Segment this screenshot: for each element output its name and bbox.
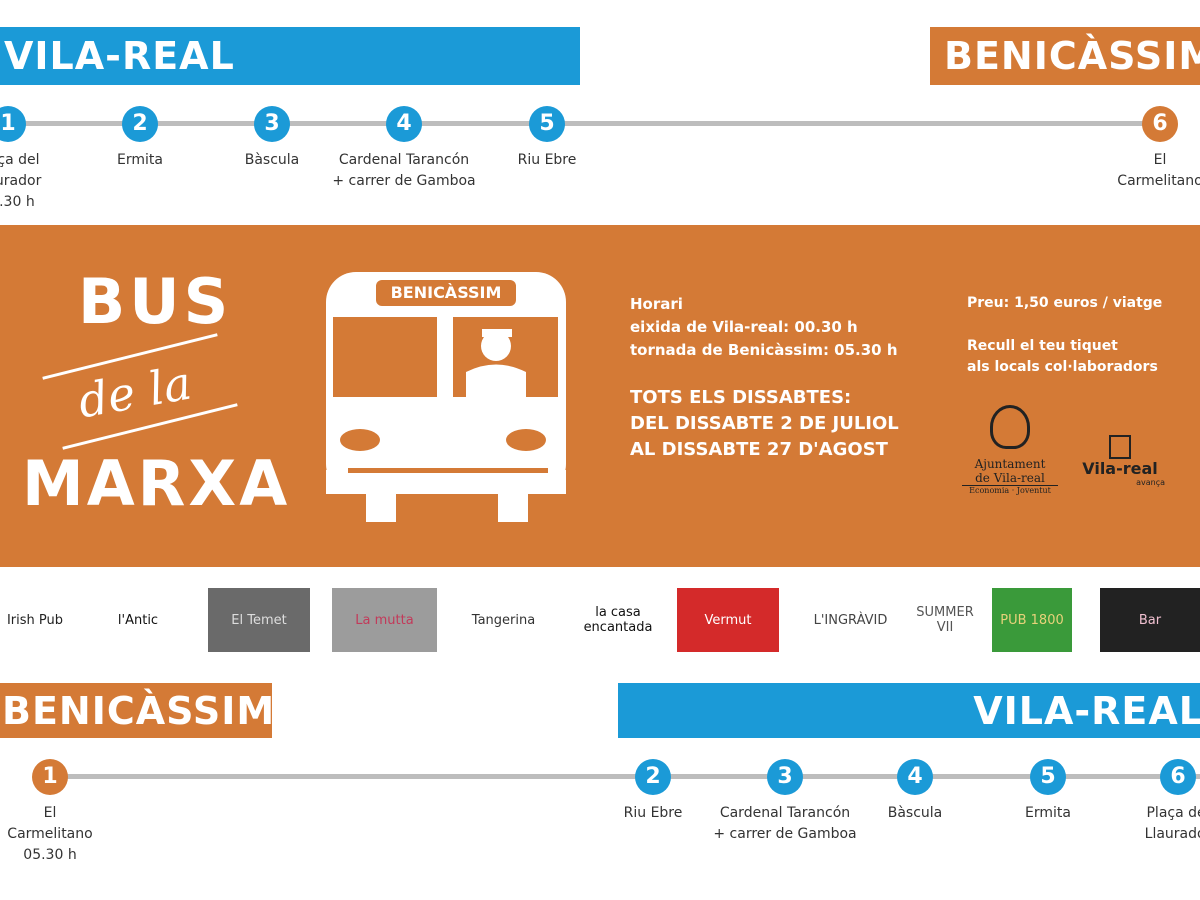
title-bus: BUS [78, 265, 233, 338]
stop-number-badge: 2 [635, 759, 671, 795]
sponsor-logo: El Temet [208, 588, 310, 652]
stop-label: Cardenal Tarancón + carrer de Gamboa [713, 805, 857, 842]
ajuntament-text: de Vila-real [962, 471, 1058, 486]
dates-line-1: TOTS ELS DISSABTES: [630, 387, 852, 408]
ajuntament-subtext: Economia · Joventut [969, 486, 1051, 495]
sponsor-logo: Irish Pub [0, 588, 70, 652]
stop-number-badge: 1 [32, 759, 68, 795]
stop-label: El Carmelitano 05.30 h [7, 805, 93, 863]
sponsor-logo: la casa encantada [568, 588, 668, 652]
route-line [0, 121, 1160, 126]
sponsor-logo: SUMMER VII [916, 588, 974, 652]
stop-number-badge: 4 [386, 106, 422, 142]
bus-icon [326, 272, 566, 522]
sponsor-logo: La mutta [332, 588, 437, 652]
stop-label: El Carmelitano [1117, 152, 1200, 189]
dates-line-2: DEL DISSABTE 2 DE JULIOL [630, 413, 899, 434]
info-panel: BUS de la MARXA BENICÀSSIM Horari eixida… [0, 225, 1200, 567]
sponsor-logo: Bar [1100, 588, 1200, 652]
destination-label: BENICÀSSIM [944, 34, 1200, 78]
ajuntament-text: Ajuntament [974, 457, 1046, 471]
stop-number-badge: 6 [1160, 759, 1196, 795]
origin-label: VILA-REAL [4, 34, 235, 78]
vila-real-subtext: avança [1136, 478, 1165, 487]
stop-label: Riu Ebre [623, 805, 683, 821]
sponsor-logo: PUB 1800 [992, 588, 1072, 652]
stop-label: Bàscula [244, 152, 300, 168]
stop-label: Riu Ebre [517, 152, 577, 168]
stop-label: Plaça del Llaurador 00.30 h [0, 152, 42, 210]
stop-1: 1Plaça del Llaurador 00.30 h [0, 106, 88, 213]
stop-1: 1 El Carmelitano 05.30 h [0, 759, 130, 866]
dates-line-3: AL DISSABTE 27 D'AGOST [630, 439, 888, 460]
origin-banner-vila-real: VILA-REAL [0, 27, 580, 85]
sponsor-logo: L'INGRÀVID [798, 588, 903, 652]
destination-label: VILA-REAL [973, 688, 1200, 733]
vila-real-emblem-icon [1109, 435, 1131, 459]
sponsor-logo: l'Antic [88, 588, 188, 652]
stop-number-badge: 1 [0, 106, 26, 142]
stop-number-badge: 2 [122, 106, 158, 142]
origin-label: BENICÀSSIM [2, 688, 276, 733]
sponsor-logo: Vermut [677, 588, 779, 652]
bus-destination-sign: BENICÀSSIM [390, 283, 502, 302]
stop-number-badge: 4 [897, 759, 933, 795]
ajuntament-logo: Ajuntament de Vila-real Economia · Joven… [962, 405, 1058, 495]
departure-time: eixida de Vila-real: 00.30 h [630, 318, 858, 336]
stop-label: Ermita [117, 152, 163, 168]
stop-label: Ermita [1025, 805, 1071, 821]
stop-6: 6 El Carmelitano [1080, 106, 1200, 192]
stop-number-badge: 5 [529, 106, 565, 142]
stop-number-badge: 3 [254, 106, 290, 142]
destination-banner-benicassim: BENICÀSSIM [930, 27, 1200, 85]
coat-of-arms-icon [990, 405, 1030, 449]
schedule-heading: Horari [630, 295, 683, 313]
origin-banner-benicassim: BENICÀSSIM [0, 683, 276, 738]
stop-label: Plaça del Llaurador [1144, 805, 1200, 842]
stop-label: Cardenal Tarancón + carrer de Gamboa [332, 152, 476, 189]
stop-number-badge: 3 [767, 759, 803, 795]
stop-label: Bàscula [887, 805, 943, 821]
stop-number-badge: 5 [1030, 759, 1066, 795]
route-line [50, 774, 1200, 779]
stop-number-badge: 6 [1142, 106, 1178, 142]
price: Preu: 1,50 euros / viatge [967, 295, 1163, 311]
destination-banner-vila-real: VILA-REAL [618, 683, 1200, 738]
vila-real-logo: Vila-real avança [1075, 435, 1165, 487]
vila-real-text: Vila-real [1082, 459, 1158, 478]
ticket-info-1: Recull el teu tiquet [967, 338, 1118, 354]
sponsor-logo: Tangerina [456, 588, 551, 652]
ticket-info-2: als locals col·laboradors [967, 359, 1158, 375]
title-marxa: MARXA [22, 447, 291, 520]
return-time: tornada de Benicàssim: 05.30 h [630, 341, 898, 359]
